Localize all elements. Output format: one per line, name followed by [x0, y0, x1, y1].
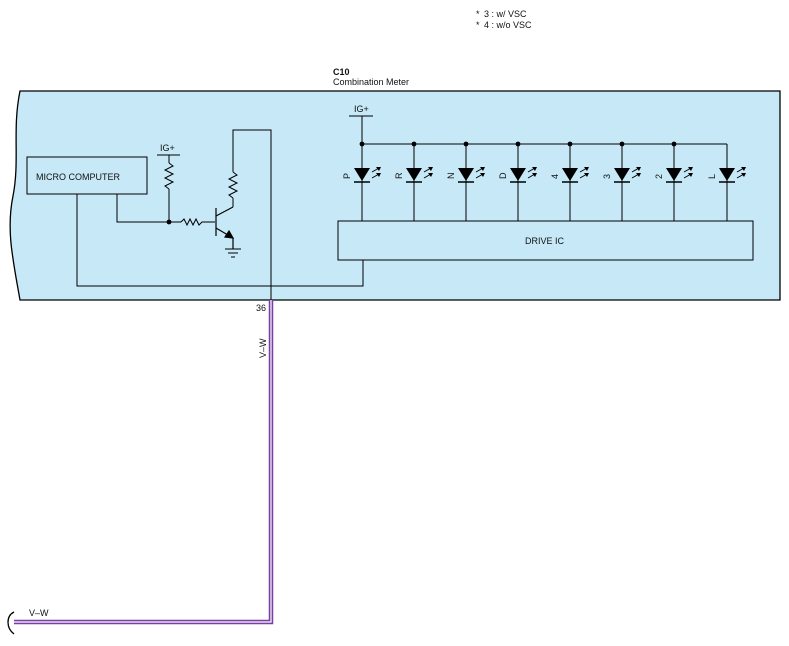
junction-dot-icon [619, 141, 625, 147]
indicator-leds: P R N D 4 3 2 L [342, 141, 746, 221]
ig-plus-right: IG+ [354, 104, 369, 114]
violet-white-wire [14, 300, 274, 625]
led-label-p: P [342, 173, 352, 179]
note-vsc: 3 : w/ VSC [484, 9, 527, 19]
led-indicator-3: 3 [602, 141, 641, 221]
note-star-icon: * [476, 20, 480, 30]
led-indicator-r: R [394, 141, 433, 221]
connector-pin-label: 36 [256, 303, 266, 313]
led-label-n: N [446, 173, 456, 180]
ig-plus-left: IG+ [160, 143, 175, 153]
led-label-2: 2 [654, 174, 664, 179]
note-star-icon: * [476, 9, 480, 19]
pullup-resistor-icon [157, 154, 180, 222]
led-indicator-2: 2 [654, 141, 693, 221]
drive-ic-block [337, 220, 754, 261]
component-name: Combination Meter [333, 77, 409, 87]
led-label-3: 3 [602, 174, 612, 179]
junction-dot-icon [671, 141, 677, 147]
base-drive-wiring [116, 194, 215, 227]
junction-dot-icon [411, 141, 417, 147]
junction-dot-icon [567, 141, 573, 147]
component-code: C10 [333, 67, 350, 77]
led-indicator-p: P [342, 141, 381, 221]
led-icon [614, 167, 641, 183]
led-label-r: R [394, 172, 404, 179]
junction-dot-icon [515, 141, 521, 147]
led-indicator-n: N [446, 141, 485, 221]
led-label-l: L [707, 174, 717, 179]
led-indicator-4: 4 [550, 141, 589, 221]
led-icon [406, 167, 433, 183]
led-icon [666, 167, 693, 183]
led-icon [562, 167, 589, 183]
led-icon [510, 167, 537, 183]
combination-meter-body [9, 90, 781, 301]
led-icon [719, 167, 746, 183]
wire-break-icon [7, 611, 15, 635]
led-indicator-d: D [498, 141, 537, 221]
led-power-bus [349, 115, 727, 145]
led-label-d: D [498, 172, 508, 179]
collector-resistor-icon [227, 129, 272, 300]
note-no-vsc: 4 : w/o VSC [484, 20, 532, 30]
led-label-4: 4 [550, 174, 560, 179]
junction-dot-icon [463, 141, 469, 147]
led-indicator-l: L [707, 144, 746, 221]
led-icon [354, 167, 381, 183]
ground-icon [225, 248, 241, 258]
drive-ic-label: DRIVE IC [525, 236, 565, 246]
junction-dot-icon [359, 141, 365, 147]
micro-computer-label: MICRO COMPUTER [36, 172, 120, 182]
wire-color-vertical: V–W [258, 338, 268, 358]
micro-computer-block [26, 156, 148, 195]
junction-dot-icon [166, 219, 172, 225]
micro-to-drive-ic-line [76, 194, 364, 287]
led-icon [458, 167, 485, 183]
transistor-icon [215, 206, 235, 249]
wire-color-horizontal: V–W [29, 608, 49, 618]
